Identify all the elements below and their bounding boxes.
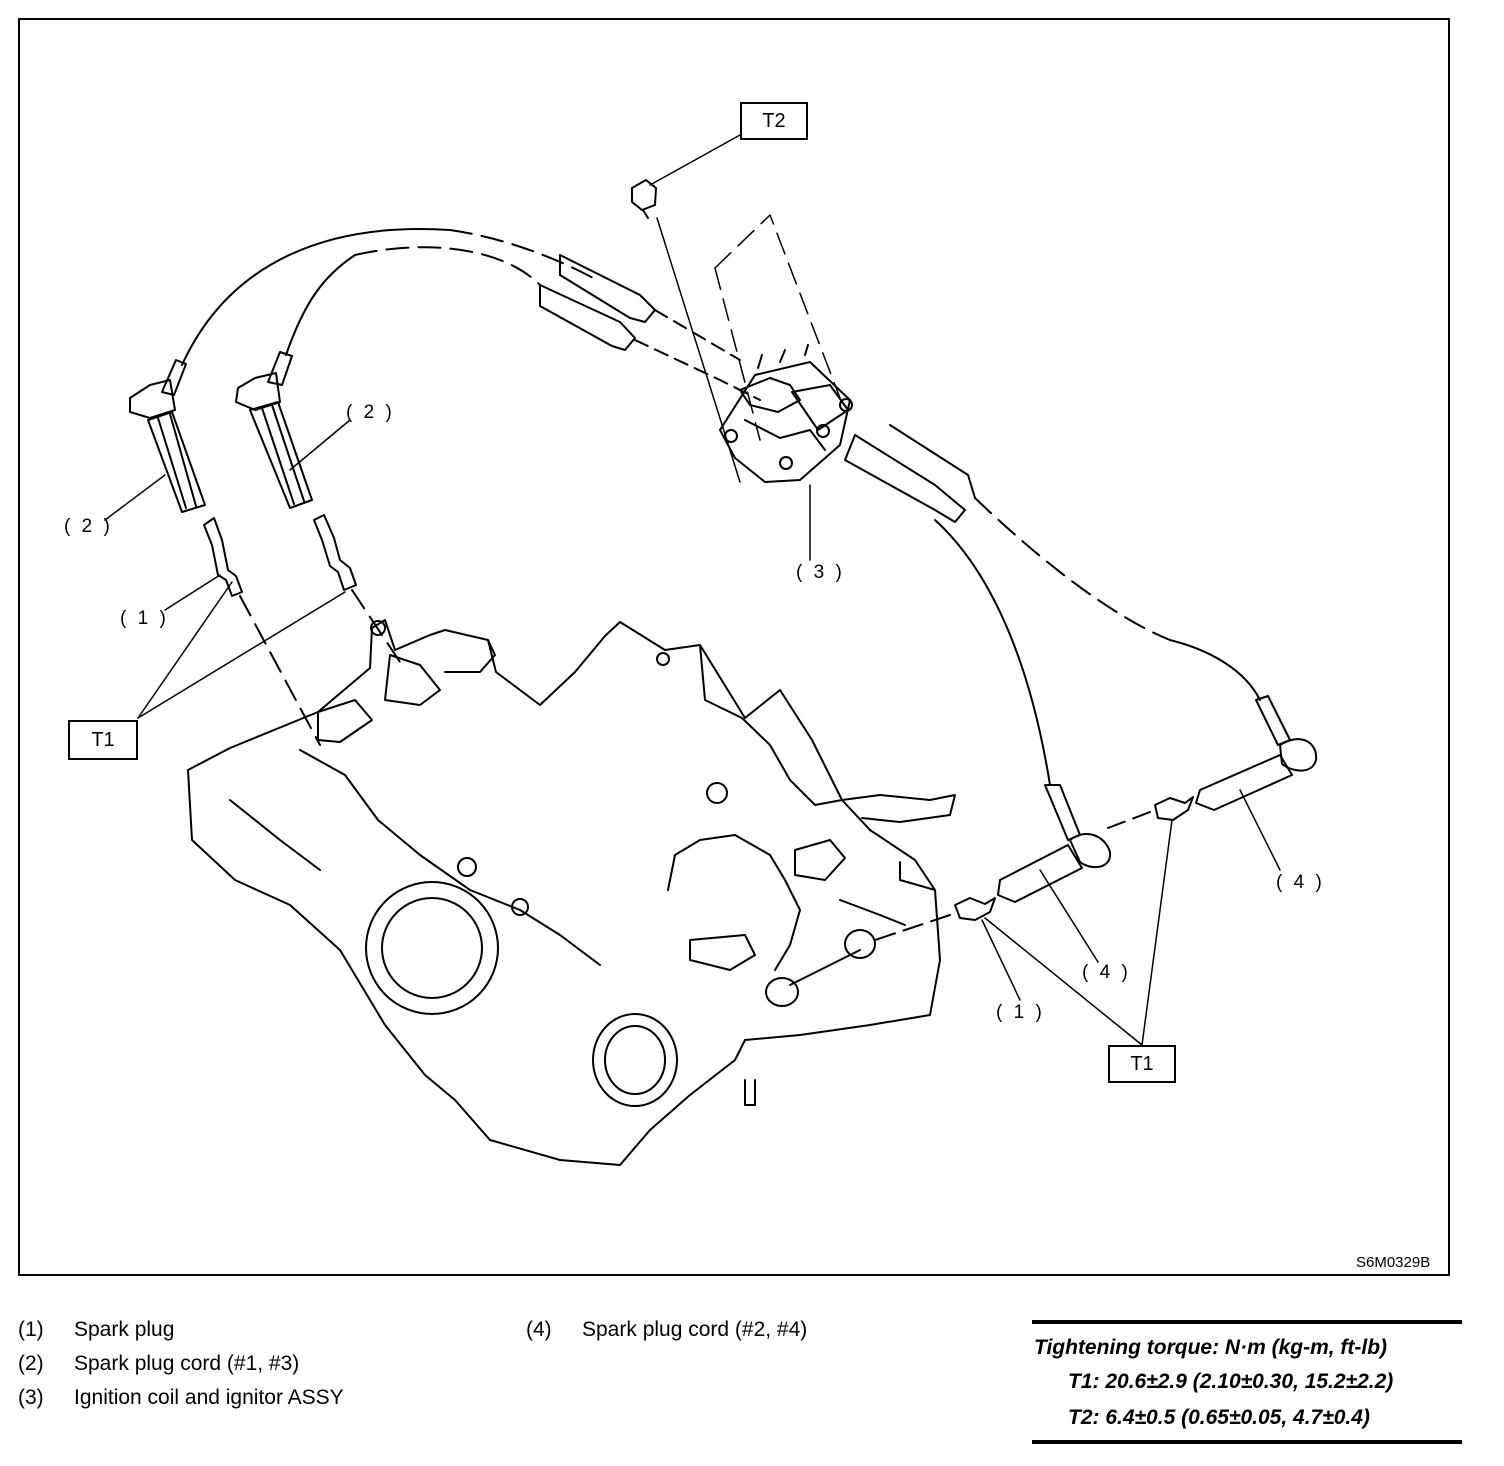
spark-plug-left-b [313,514,401,663]
spark-plug-cord-right-b [974,497,1318,811]
spark-plug-cord-left-b [235,246,541,509]
legend-item: (3)Ignition coil and ignitor ASSY [18,1386,344,1409]
callout-1-right: ( 1 ) [996,1002,1045,1023]
callout-3: ( 3 ) [796,562,845,583]
spark-plug-right-a [874,897,996,941]
engine-block [187,619,956,1166]
callout-4-right: ( 4 ) [1276,872,1325,893]
spark-plug-right-b [789,796,1194,986]
tightening-torque-box: Tightening torque: N·m (kg-m, ft-lb) T1:… [1032,1320,1462,1444]
torque-title: Tightening torque: N·m (kg-m, ft-lb) [1034,1336,1388,1359]
callout-1-left: ( 1 ) [120,608,169,629]
torque-t2: T2: 6.4±0.5 (0.65±0.05, 4.7±0.4) [1068,1406,1370,1429]
spark-plug-left-a [203,517,321,746]
callout-2-left: ( 2 ) [64,516,113,537]
ignition-coil-assy [631,179,853,483]
callout-t2-top: T2 [740,102,808,140]
legend-item: (2)Spark plug cord (#1, #3) [18,1352,300,1375]
callout-t1-left: T1 [68,720,138,760]
figure-code: S6M0329B [1356,1254,1431,1271]
parts-legend-left: (1)Spark plug (2)Spark plug cord (#1, #3… [18,1318,344,1420]
spark-plug-cord-right-a [844,424,1112,903]
coil-bolt [631,179,657,211]
legend-item: (1)Spark plug [18,1318,175,1341]
torque-t1: T1: 20.6±2.9 (2.10±0.30, 15.2±2.2) [1068,1370,1394,1393]
parts-legend-right: (4)Spark plug cord (#2, #4) [526,1318,807,1352]
front-cover-seal [592,1013,678,1107]
diagram-frame [18,18,1450,1276]
callout-4-mid: ( 4 ) [1082,962,1131,983]
spark-plug-cord-left-a [129,228,601,513]
callout-t1-right: T1 [1108,1045,1176,1083]
plug-hole-right-upper [844,929,876,959]
cord-boots-to-coil [539,254,761,401]
leader-lines [104,134,1281,1046]
callout-2-mid: ( 2 ) [346,402,395,423]
crank-pulley [365,881,499,1015]
legend-item: (4)Spark plug cord (#2, #4) [526,1318,808,1341]
plug-hole-right-lower [765,977,799,1007]
